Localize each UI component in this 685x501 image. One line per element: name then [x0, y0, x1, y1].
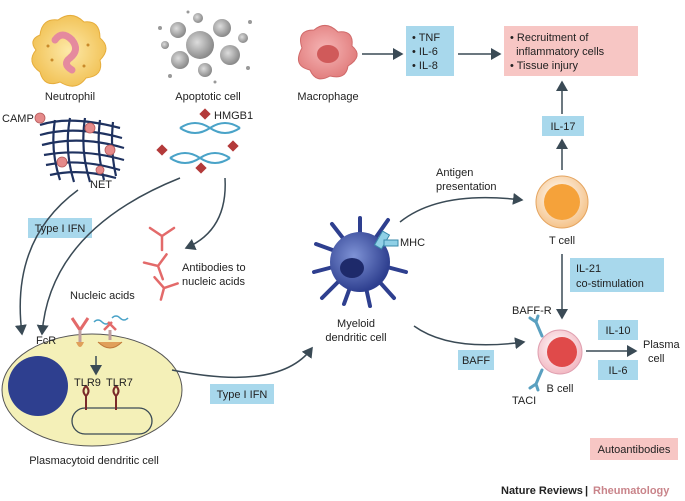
nucleic-acids-label: Nucleic acids — [70, 290, 135, 302]
antigen-label-2: presentation — [436, 181, 497, 193]
b-cell — [528, 314, 583, 392]
type1ifn-bottom-label: Type I IFN — [217, 389, 268, 401]
neutrophil-cell — [31, 15, 107, 87]
outcome-line-1: • Recruitment of — [510, 32, 589, 44]
hmgb1-label: HMGB1 — [214, 110, 253, 122]
camp-label: CAMP — [2, 113, 34, 125]
footer-separator: | — [585, 485, 588, 497]
apoptotic-cell-label: Apoptotic cell — [175, 91, 240, 103]
plasma-label-2: cell — [648, 353, 665, 365]
antibodies-label-2: nucleic acids — [182, 276, 245, 288]
autoantibodies-label: Autoantibodies — [598, 444, 671, 456]
antibodies-icon — [142, 226, 179, 301]
fcr-label: FcR — [36, 335, 56, 347]
outcome-box: • Recruitment of inflammatory cells • Ti… — [504, 26, 638, 76]
cytokine-il8: • IL-8 — [412, 60, 438, 72]
il17-label: IL-17 — [550, 121, 575, 133]
neutrophil-label: Neutrophil — [45, 91, 95, 103]
cytokine-box: • TNF • IL-6 • IL-8 — [406, 26, 454, 76]
taci-label: TACI — [512, 395, 536, 407]
il21-box — [570, 258, 664, 292]
type1ifn-bottom-box — [210, 384, 274, 404]
il10-box — [598, 320, 638, 340]
mhc-label: MHC — [400, 237, 425, 249]
type1ifn-left-label: Type I IFN — [35, 223, 86, 235]
antibodies-label-1: Antibodies to — [182, 262, 246, 274]
il21-label-2: co-stimulation — [576, 278, 644, 290]
myeloid-dendritic-cell — [312, 216, 408, 308]
autoantibodies-box — [590, 438, 678, 460]
apoptotic-cell — [158, 10, 252, 84]
macrophage-label: Macrophage — [297, 91, 358, 103]
footer-journal: Nature Reviews — [501, 485, 583, 497]
net-structure — [34, 112, 125, 183]
plasmacytoid-dendritic-cell — [1, 315, 183, 447]
tlr7-label: TLR7 — [106, 377, 133, 389]
baff-label: BAFF — [462, 355, 490, 367]
t-cell-label: T cell — [549, 235, 575, 247]
t-cell — [535, 175, 589, 229]
il17-box — [542, 116, 584, 136]
myeloid-label-2: dendritic cell — [325, 332, 386, 344]
arrow-myeloid-bcell — [413, 325, 526, 350]
tlr9-label: TLR9 — [74, 377, 101, 389]
plasma-label-1: Plasma — [643, 339, 681, 351]
baff-r-label: BAFF-R — [512, 305, 552, 317]
il10-label: IL-10 — [605, 325, 630, 337]
arrow-hmgb1-pdc — [36, 177, 181, 336]
il6-label: IL-6 — [609, 365, 628, 377]
arrow-pdc-myeloid — [171, 346, 313, 379]
macrophage-cell — [297, 25, 358, 80]
antigen-label-1: Antigen — [436, 167, 473, 179]
cytokine-il6: • IL-6 — [412, 46, 438, 58]
arrow-to-antibodies — [184, 177, 226, 250]
b-cell-label: B cell — [547, 383, 574, 395]
il21-label-1: IL-21 — [576, 263, 601, 275]
outcome-line-3: • Tissue injury — [510, 60, 579, 72]
outcome-line-2: inflammatory cells — [510, 46, 605, 58]
baff-box — [458, 350, 494, 370]
myeloid-label-1: Myeloid — [337, 318, 375, 330]
arrow-antigen-presentation — [399, 192, 524, 223]
footer-section: Rheumatology — [593, 485, 670, 497]
type1ifn-left-box — [28, 218, 92, 238]
pdc-label: Plasmacytoid dendritic cell — [29, 455, 159, 467]
il6-box — [598, 360, 638, 380]
cytokine-tnf: • TNF — [412, 32, 440, 44]
net-label: NET — [90, 179, 112, 191]
arrow-net-pdc — [14, 189, 79, 336]
